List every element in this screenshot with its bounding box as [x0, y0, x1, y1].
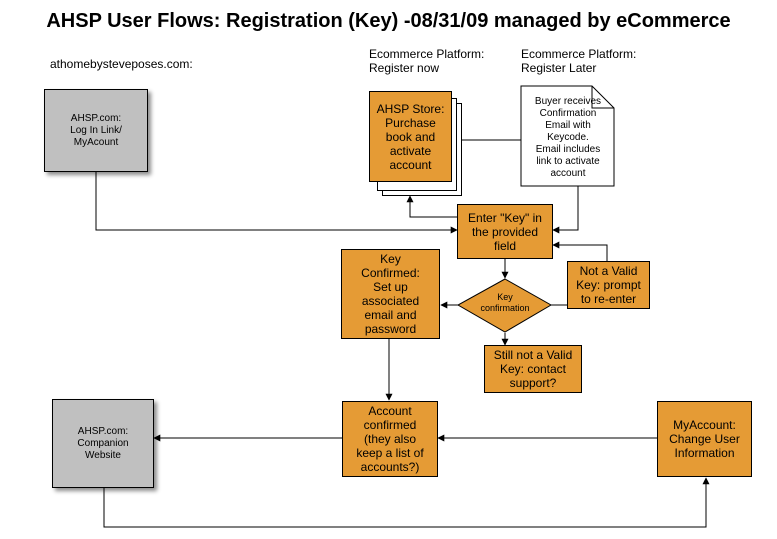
enter-key-box: Enter "Key" in the provided field [457, 204, 553, 259]
edge-login-to-enter-key [95, 172, 458, 234]
decision-label: Key confirmation [480, 292, 530, 313]
edge-enter-key-to-store [406, 195, 457, 218]
decision-diamond [456, 278, 553, 333]
edge-email-to-enter-key [552, 186, 579, 234]
key-confirmed-box: Key Confirmed: Set up associated email a… [341, 249, 440, 339]
platform-later-label: Ecommerce Platform: Register Later [521, 47, 637, 75]
companion-website-box: AHSP.com: Companion Website [52, 399, 154, 488]
diagram-title: AHSP User Flows: Registration (Key) -08/… [46, 10, 731, 32]
email-document-text: Buyer receives Confirmation Email with K… [534, 96, 602, 179]
still-not-valid-box: Still not a Valid Key: contact support? [484, 345, 582, 393]
myaccount-box: MyAccount: Change User Information [657, 401, 752, 477]
site-label: athomebysteveposes.com: [50, 57, 193, 71]
platform-now-label: Ecommerce Platform: Register now [369, 47, 485, 75]
edge-not-valid-to-enter-key [552, 241, 608, 261]
edge-companion-to-myaccount [103, 477, 710, 528]
not-valid-box: Not a Valid Key: prompt to re-enter [567, 261, 650, 309]
login-box: AHSP.com: Log In Link/ MyAcount [44, 89, 148, 172]
account-confirmed-box: Account confirmed (they also keep a list… [342, 401, 438, 477]
store-box: AHSP Store: Purchase book and activate a… [369, 91, 452, 182]
email-document [520, 85, 615, 187]
